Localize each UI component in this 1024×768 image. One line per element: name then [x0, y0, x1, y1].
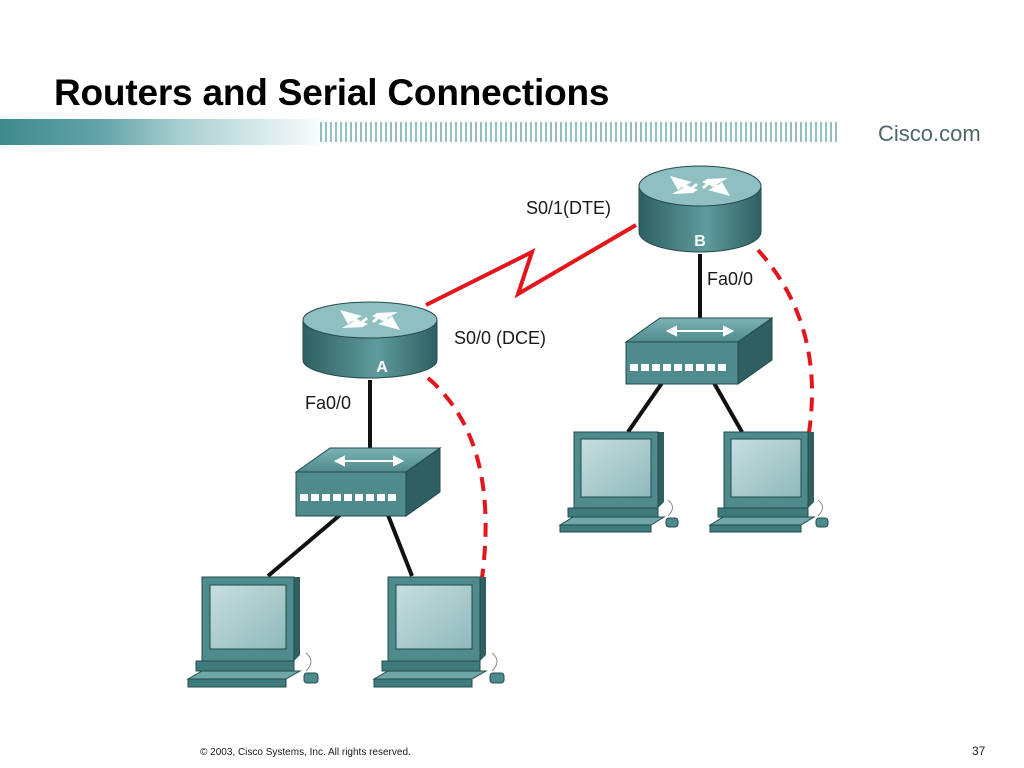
brand-bar: [0, 119, 838, 145]
switch-ports: [630, 364, 726, 371]
dashed-link-b: [756, 248, 814, 451]
router-b[interactable]: B: [638, 165, 762, 253]
router-b-serial-label: S0/1(DTE): [526, 198, 611, 218]
page-number: 37: [972, 744, 986, 758]
lan-cables: [266, 254, 744, 578]
switch-ports: [300, 494, 396, 501]
pc-a2[interactable]: [372, 576, 505, 688]
router-b-lan-label: Fa0/0: [707, 269, 753, 289]
switch-arrows-icon: [665, 325, 735, 337]
router-arrows-icon: [340, 310, 400, 330]
pc-b1[interactable]: [558, 431, 679, 533]
router-arrows-icon: [670, 176, 730, 196]
dashed-link-a: [426, 376, 488, 579]
switch-b[interactable]: [624, 317, 774, 385]
router-b-name: B: [694, 233, 706, 250]
slide-title: Routers and Serial Connections: [54, 72, 610, 113]
pc-a1[interactable]: [186, 576, 319, 688]
router-a[interactable]: A: [302, 301, 438, 379]
switch-a[interactable]: [294, 447, 442, 517]
router-a-serial-label: S0/0 (DCE): [454, 328, 546, 348]
cisco-logo: Cisco.com: [878, 121, 981, 146]
switch-arrows-icon: [333, 455, 405, 467]
router-a-lan-label: Fa0/0: [305, 393, 351, 413]
pc-b2[interactable]: [708, 431, 829, 533]
serial-link: [425, 223, 638, 307]
router-a-name: A: [376, 359, 388, 376]
copyright-footer: © 2003, Cisco Systems, Inc. All rights r…: [200, 747, 411, 758]
